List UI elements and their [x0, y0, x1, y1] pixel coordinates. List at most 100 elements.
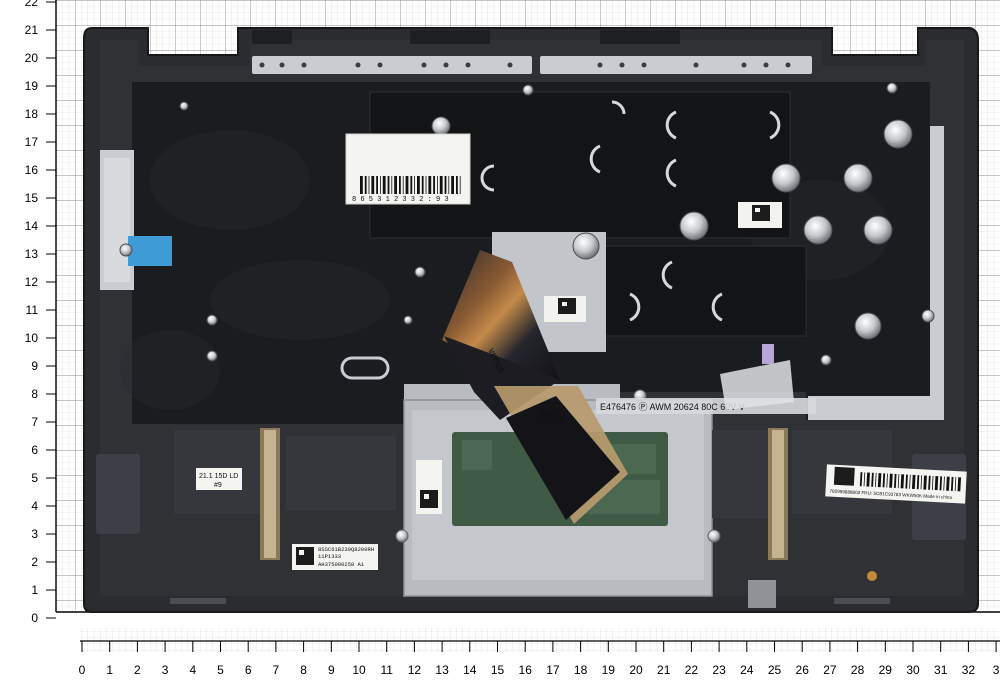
- ruler-x-label: 7: [273, 663, 280, 677]
- label-bottom-left: 8SSC61B239Q8200RH 11P1333 AH375000250 A1: [292, 544, 378, 570]
- ruler-x-label: 16: [519, 663, 533, 677]
- ruler-x-label: 2: [134, 663, 141, 677]
- screw: [522, 84, 534, 96]
- ruler-y-label: 9: [31, 359, 38, 373]
- ruler-x-label: 17: [546, 663, 560, 677]
- ruler-x-label: 0: [79, 663, 86, 677]
- label-bottom-left-line1: 8SSC61B239Q8200RH: [318, 546, 374, 553]
- screw: [679, 211, 709, 241]
- label-left-palm: 21.1 15D LD #9: [196, 468, 242, 490]
- ruler-x-label: 14: [463, 663, 477, 677]
- ruler-x-label: 24: [740, 663, 754, 677]
- ruler-x-label: 31: [934, 663, 948, 677]
- ruler-y-label: 13: [25, 247, 39, 261]
- ruler-x-label: 21: [657, 663, 671, 677]
- ruler-x-label: 32: [962, 663, 976, 677]
- ruler-x-label: 13: [435, 663, 449, 677]
- speaker-left: [96, 454, 140, 534]
- ruler-y-label: 7: [31, 415, 38, 429]
- ruler-x-label: 22: [685, 663, 699, 677]
- ruler-x-label: 1: [106, 663, 113, 677]
- ruler-y-label: 17: [25, 135, 39, 149]
- label-bottom-left-line2: 11P1333: [318, 553, 341, 560]
- ruler-y-label: 8: [31, 387, 38, 401]
- ruler-y-label: 15: [25, 191, 39, 205]
- flex-marking: E476476 Ⓟ AWM 20624 80C 60V V: [600, 402, 745, 412]
- label-left-palm-line1: 21.1 15D LD: [199, 473, 238, 480]
- ruler-y-label: 22: [25, 0, 39, 9]
- screw: [206, 350, 218, 362]
- ruler-x-label: 11: [380, 663, 393, 677]
- right-bracket: [930, 126, 944, 420]
- screw: [883, 119, 913, 149]
- ruler-x-label: 12: [408, 663, 422, 677]
- screw: [921, 309, 935, 323]
- oval-slot: [340, 356, 390, 380]
- ruler-x-label: 18: [574, 663, 588, 677]
- ruler-x-label: 29: [879, 663, 893, 677]
- ruler-y-label: 2: [31, 555, 38, 569]
- screw: [886, 82, 898, 94]
- ruler-x-label: 20: [629, 663, 643, 677]
- ruler-x-label: 23: [712, 663, 726, 677]
- qr-label-right: [738, 202, 782, 228]
- qr-label-center: [544, 296, 586, 322]
- ruler-x-label: 4: [189, 663, 196, 677]
- ruler-x-label: 9: [328, 663, 335, 677]
- ruler-y-label: 3: [31, 527, 38, 541]
- ruler-y-label: 0: [31, 611, 38, 625]
- label-left-palm-line2: #9: [214, 482, 222, 489]
- ruler-y-label: 12: [25, 275, 39, 289]
- ruler-x-label: 15: [491, 663, 505, 677]
- ruler-x-label: 30: [906, 663, 920, 677]
- ruler-x-label: 3: [162, 663, 169, 677]
- barcode-sticker-top: 8 6 5 3 1 2 3 3 2 : 9 3: [345, 133, 471, 205]
- label-right-text: 782999888803 FRU: 5CB1C93783 WKW50K Made…: [829, 489, 952, 500]
- top-bracket-left: [252, 56, 532, 74]
- screw: [820, 354, 832, 366]
- ruler-y-label: 20: [25, 51, 39, 65]
- label-right-barcode: 782999888803 FRU: 5CB1C93783 WKW50K Made…: [825, 464, 967, 504]
- ruler-y-label: 6: [31, 443, 38, 457]
- screw: [803, 215, 833, 245]
- ruler-y-label: 21: [25, 23, 39, 37]
- screw: [431, 116, 451, 136]
- ruler-x-label: 6: [245, 663, 252, 677]
- ruler-x-label: 3: [993, 663, 1000, 677]
- screw: [863, 215, 893, 245]
- label-bottom-left-line3: AH375000250 A1: [318, 561, 365, 568]
- screw: [179, 101, 189, 111]
- label-touchpad: [416, 460, 442, 514]
- ruler-x-label: 8: [300, 663, 307, 677]
- screw: [119, 243, 133, 257]
- screw: [854, 312, 882, 340]
- screw: [771, 163, 801, 193]
- ruler-x-label: 19: [602, 663, 616, 677]
- ruler-x-label: 25: [768, 663, 782, 677]
- ruler-x-label: 26: [796, 663, 810, 677]
- screw: [206, 314, 218, 326]
- screw: [403, 315, 413, 325]
- ruler-y-label: 5: [31, 471, 38, 485]
- top-bracket-right: [540, 56, 812, 74]
- screw: [572, 232, 600, 260]
- keyboard-screws: [119, 82, 935, 366]
- ruler-x-label: 5: [217, 663, 224, 677]
- ruler-x-label: 27: [823, 663, 837, 677]
- right-bottom-bracket: [808, 396, 944, 420]
- ruler-y-label: 10: [25, 331, 39, 345]
- ruler-y-label: 18: [25, 107, 39, 121]
- ruler-y-label: 19: [25, 79, 39, 93]
- ruler-x-label: 28: [851, 663, 865, 677]
- barcode-number-top: 8 6 5 3 1 2 3 3 2 : 9 3: [352, 196, 449, 204]
- ruler-y-label: 11: [26, 303, 39, 317]
- ruler-y-label: 16: [25, 163, 39, 177]
- ruler-x-label: 10: [352, 663, 366, 677]
- ruler-y-label: 14: [25, 219, 39, 233]
- screw: [843, 163, 873, 193]
- screw: [414, 266, 426, 278]
- ruler-y-label: 1: [31, 583, 38, 597]
